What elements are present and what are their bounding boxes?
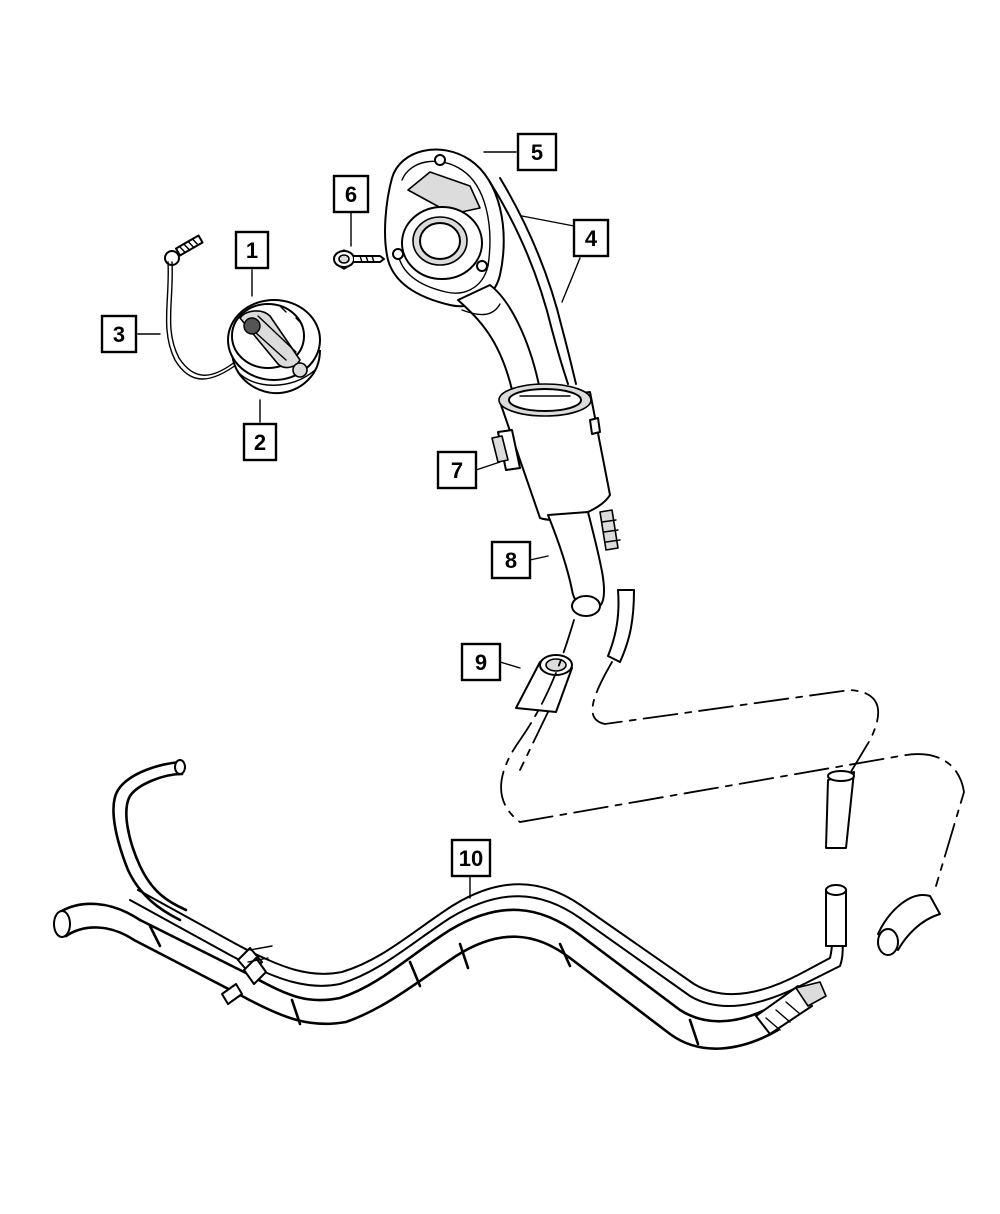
fuel-cap-tether[interactable]: [164, 234, 241, 380]
callout-label: 9: [475, 650, 487, 675]
fuel-fill-tube-assembly[interactable]: [53, 759, 941, 1050]
callout-label: 5: [531, 140, 543, 165]
callout-label: 7: [451, 458, 463, 483]
callout-7[interactable]: 7: [436, 450, 478, 490]
callout-2[interactable]: 2: [242, 422, 278, 462]
hose-routing-dashed: [500, 619, 965, 887]
callout-1[interactable]: 1: [234, 230, 270, 270]
callout-5[interactable]: 5: [516, 132, 558, 172]
hose-coupler[interactable]: [515, 654, 573, 713]
callout-8[interactable]: 8: [490, 540, 532, 580]
filler-neck-body[interactable]: [491, 383, 611, 521]
callout-3[interactable]: 3: [100, 314, 138, 354]
callout-label: 1: [246, 238, 258, 263]
callout-label: 2: [254, 430, 266, 455]
callout-10[interactable]: 10: [450, 838, 492, 878]
callout-label: 4: [585, 226, 598, 251]
filler-lower-elbow[interactable]: [547, 509, 635, 663]
callout-label: 8: [505, 548, 517, 573]
callout-9[interactable]: 9: [460, 642, 502, 682]
callout-label: 10: [459, 846, 483, 871]
callout-6[interactable]: 6: [332, 174, 370, 214]
callout-label: 6: [345, 182, 357, 207]
fuel-cap[interactable]: [227, 299, 321, 395]
fuel-filler-housing[interactable]: [384, 148, 505, 308]
hose-clamp-right: [755, 981, 827, 1035]
leader-lines: [137, 151, 581, 899]
callout-4[interactable]: 4: [572, 218, 610, 258]
callout-label: 3: [113, 322, 125, 347]
tube-clamp: [221, 945, 273, 1005]
mounting-screw[interactable]: [333, 249, 385, 270]
